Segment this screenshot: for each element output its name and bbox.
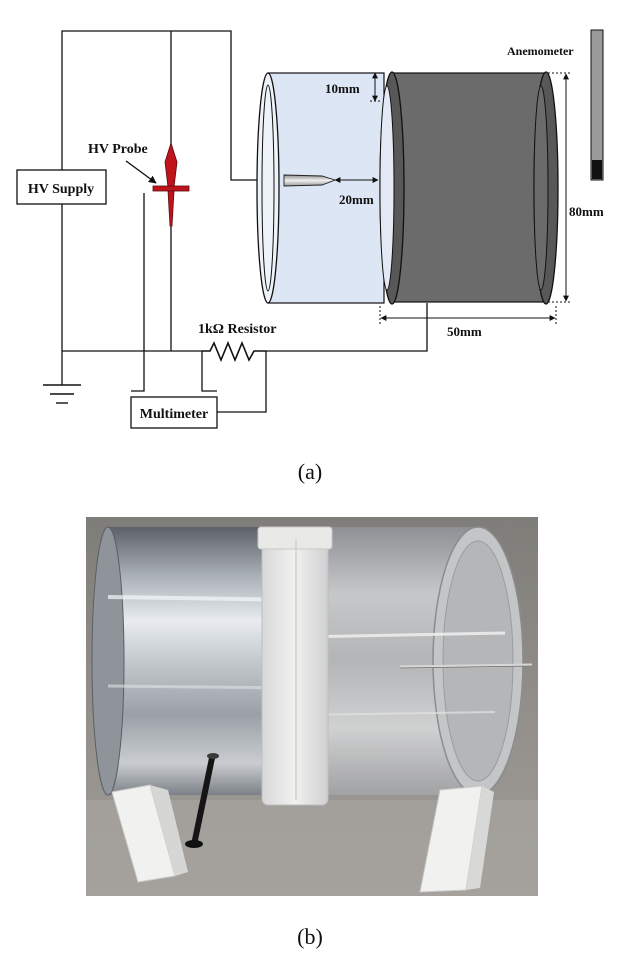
hv-probe-pointer xyxy=(125,160,157,184)
hv-probe-label: HV Probe xyxy=(88,142,148,157)
photo-left-stand xyxy=(111,784,188,883)
dim-50mm xyxy=(379,306,557,325)
ground-icon xyxy=(43,384,81,404)
hv-supply-label: HV Supply xyxy=(28,182,94,197)
needle-electrode xyxy=(283,174,337,187)
hv-supply-box xyxy=(16,169,107,205)
dim-20mm-label: 20mm xyxy=(339,192,374,207)
resistor-icon xyxy=(202,340,266,363)
photo-right-stand xyxy=(419,785,494,893)
schematic: HV Supply HV Probe 1kΩ Resistor Multimet… xyxy=(16,29,604,484)
metal-cylinder xyxy=(379,71,559,305)
photo-collar-ring xyxy=(261,532,329,806)
caption-b: (b) xyxy=(297,924,323,949)
dim-50mm-label: 50mm xyxy=(447,324,482,339)
anemometer-icon xyxy=(590,29,604,181)
caption-a: (a) xyxy=(298,459,322,484)
acrylic-tube xyxy=(256,72,385,304)
dim-80mm-label: 80mm xyxy=(569,204,604,219)
hv-probe-icon xyxy=(152,141,190,227)
photo-bolt xyxy=(185,753,219,848)
photo-rod xyxy=(399,663,533,669)
dim-10mm-label: 10mm xyxy=(325,81,360,96)
multimeter-box xyxy=(130,396,218,429)
circuit-wires xyxy=(61,30,428,413)
anemometer-label: Anemometer xyxy=(507,44,574,58)
device-photo: (b) xyxy=(86,517,538,949)
dim-80mm xyxy=(548,72,572,303)
dim-10mm xyxy=(370,72,382,102)
multimeter-label: Multimeter xyxy=(140,407,208,422)
resistor-label: 1kΩ Resistor xyxy=(198,322,276,337)
